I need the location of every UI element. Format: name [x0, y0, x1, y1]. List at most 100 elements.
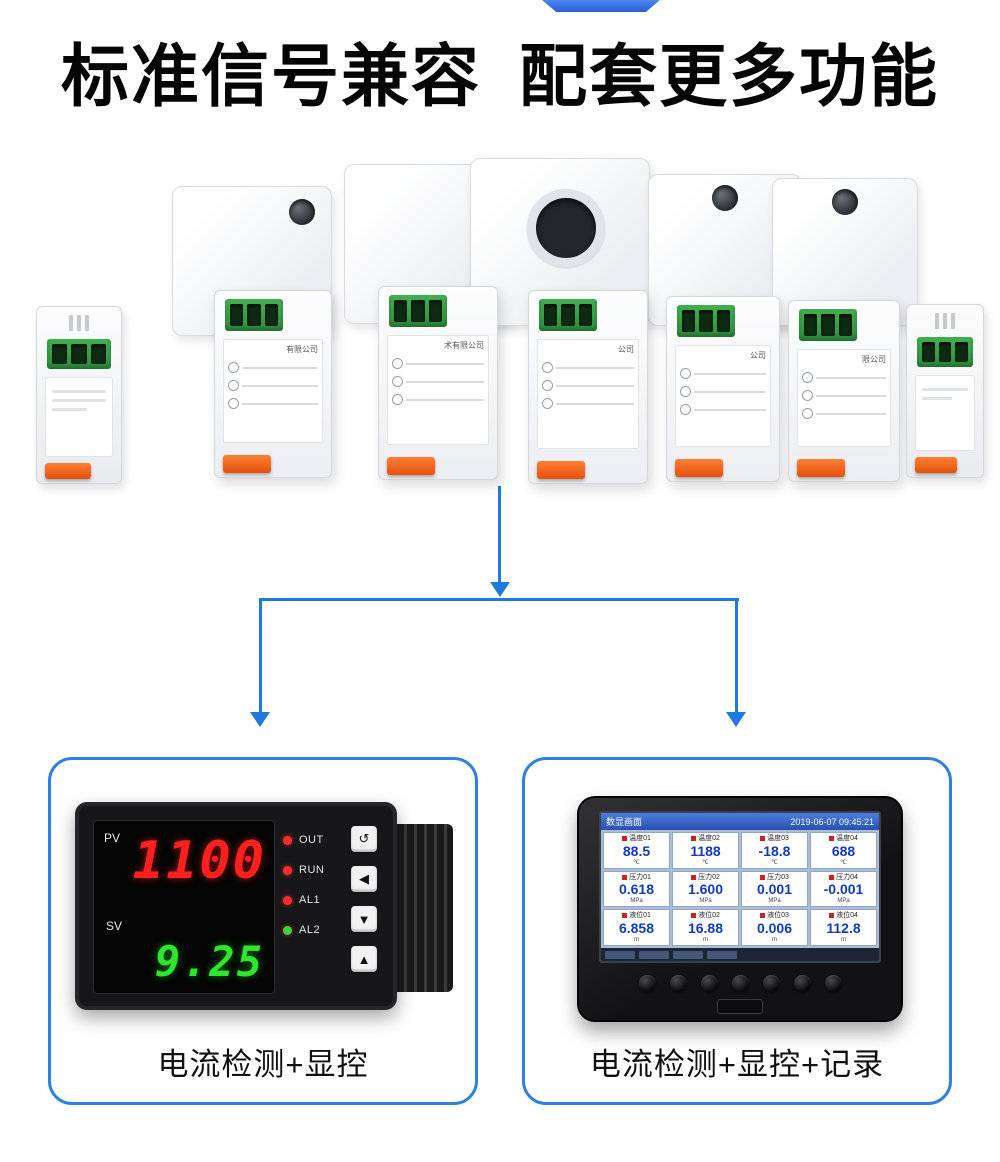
channel-name: 温度04: [829, 835, 858, 842]
terminal-block: [389, 295, 447, 327]
wiring-line: [406, 398, 484, 401]
terminal-block: [539, 299, 597, 331]
wiring-terminal-icon: [542, 398, 553, 409]
title-part-1: 标准信号兼容: [60, 39, 481, 115]
label-line: [922, 388, 968, 391]
wiring-line: [242, 402, 318, 405]
terminal-block: [225, 299, 283, 331]
channel-name: 温度02: [691, 835, 720, 842]
channel-marker-icon: [622, 874, 628, 880]
din-rail-clip: [797, 459, 845, 477]
indicator-run: RUN: [283, 864, 324, 876]
vent-slots: [69, 315, 89, 331]
terminal-slot: [71, 344, 87, 364]
din-rail-clip: [675, 459, 723, 477]
channel-unit: ℃: [633, 859, 640, 866]
terminal-slot: [716, 310, 730, 332]
channel-value: 112.8: [826, 920, 861, 937]
arrow-line-horizontal: [260, 598, 739, 601]
indicator-label: OUT: [299, 834, 324, 846]
wiring-terminal-icon: [392, 394, 403, 405]
terminal-slot: [90, 344, 106, 364]
screen-header: 数显画面 2019-06-07 09:45:21: [601, 813, 879, 830]
wiring-terminal-icon: [228, 398, 239, 409]
terminal-slot: [411, 300, 425, 322]
wiring-line: [242, 384, 318, 387]
label-area: [915, 375, 975, 451]
channel-name: 压力04: [829, 874, 858, 881]
terminal-slot: [544, 304, 558, 326]
wiring-terminal-icon: [802, 408, 813, 419]
vent-slot: [943, 313, 947, 329]
wiring-row: [228, 398, 318, 409]
terminal-block: [799, 309, 857, 341]
arrow-line-vertical-right: [735, 598, 738, 714]
din-rail-clip: [915, 457, 957, 473]
channel-marker-icon: [760, 913, 766, 919]
wiring-row: [228, 380, 318, 391]
recorder-button: [732, 975, 749, 992]
vent-slot: [85, 315, 89, 331]
terminal-slot: [682, 310, 696, 332]
status-indicators: OUT RUN AL1 AL2: [283, 834, 324, 936]
indicator-al1: AL1: [283, 894, 324, 906]
wiring-line: [694, 390, 766, 393]
terminal-slot: [821, 314, 835, 336]
recorder-button: [701, 975, 718, 992]
indicator-label: AL1: [299, 894, 321, 906]
din-rail-clip: [537, 461, 585, 479]
terminal-slot: [804, 314, 818, 336]
wiring-row: [802, 372, 886, 383]
label-company-text: 公司: [618, 345, 634, 354]
wiring-terminal-icon: [802, 390, 813, 401]
channel-name: 温度03: [760, 835, 789, 842]
loop-button: ↺: [351, 826, 377, 852]
signal-transmitter-module: 公司: [666, 296, 780, 482]
label-line: [52, 390, 106, 393]
sv-label: SV: [106, 919, 123, 933]
arrow-down-icon: [726, 712, 746, 727]
channel-value: 88.5: [622, 842, 651, 859]
screen-title: 数显画面: [606, 817, 643, 827]
channel-marker-icon: [691, 836, 697, 841]
label-company-text: 有限公司: [286, 345, 318, 354]
channel-cell: 温度03-18.8℃: [741, 832, 808, 869]
channel-marker-icon: [829, 913, 835, 919]
sv-value: 9.25: [154, 937, 264, 986]
channel-name: 液位01: [622, 912, 651, 919]
terminal-slot: [52, 344, 68, 364]
wiring-line: [556, 402, 634, 405]
wiring-row: [392, 358, 484, 369]
channel-unit: ℃: [840, 859, 847, 866]
recorder-button: [639, 975, 656, 992]
page-title: 标准信号兼容配套更多功能: [0, 40, 1000, 115]
indicator-al2: AL2: [283, 924, 324, 936]
channel-value: 1.600: [687, 881, 724, 898]
channel-unit: m: [772, 936, 777, 943]
recorder-button: [763, 975, 780, 992]
channel-marker-icon: [622, 836, 628, 841]
usb-port: [717, 999, 763, 1014]
channel-unit: MPa: [768, 898, 781, 905]
left-caption: 电流检测+显控: [157, 1047, 369, 1082]
channel-marker-icon: [691, 874, 697, 880]
signal-transmitter-slim-left: [36, 306, 122, 484]
vent-slot: [69, 315, 73, 331]
channel-unit: ℃: [771, 859, 778, 866]
channel-unit: MPa: [699, 898, 712, 905]
channel-marker-icon: [760, 874, 766, 880]
channel-unit: ℃: [702, 859, 709, 866]
indicator-out: OUT: [283, 834, 324, 846]
wiring-line: [694, 408, 766, 411]
terminal-slot: [938, 342, 952, 362]
